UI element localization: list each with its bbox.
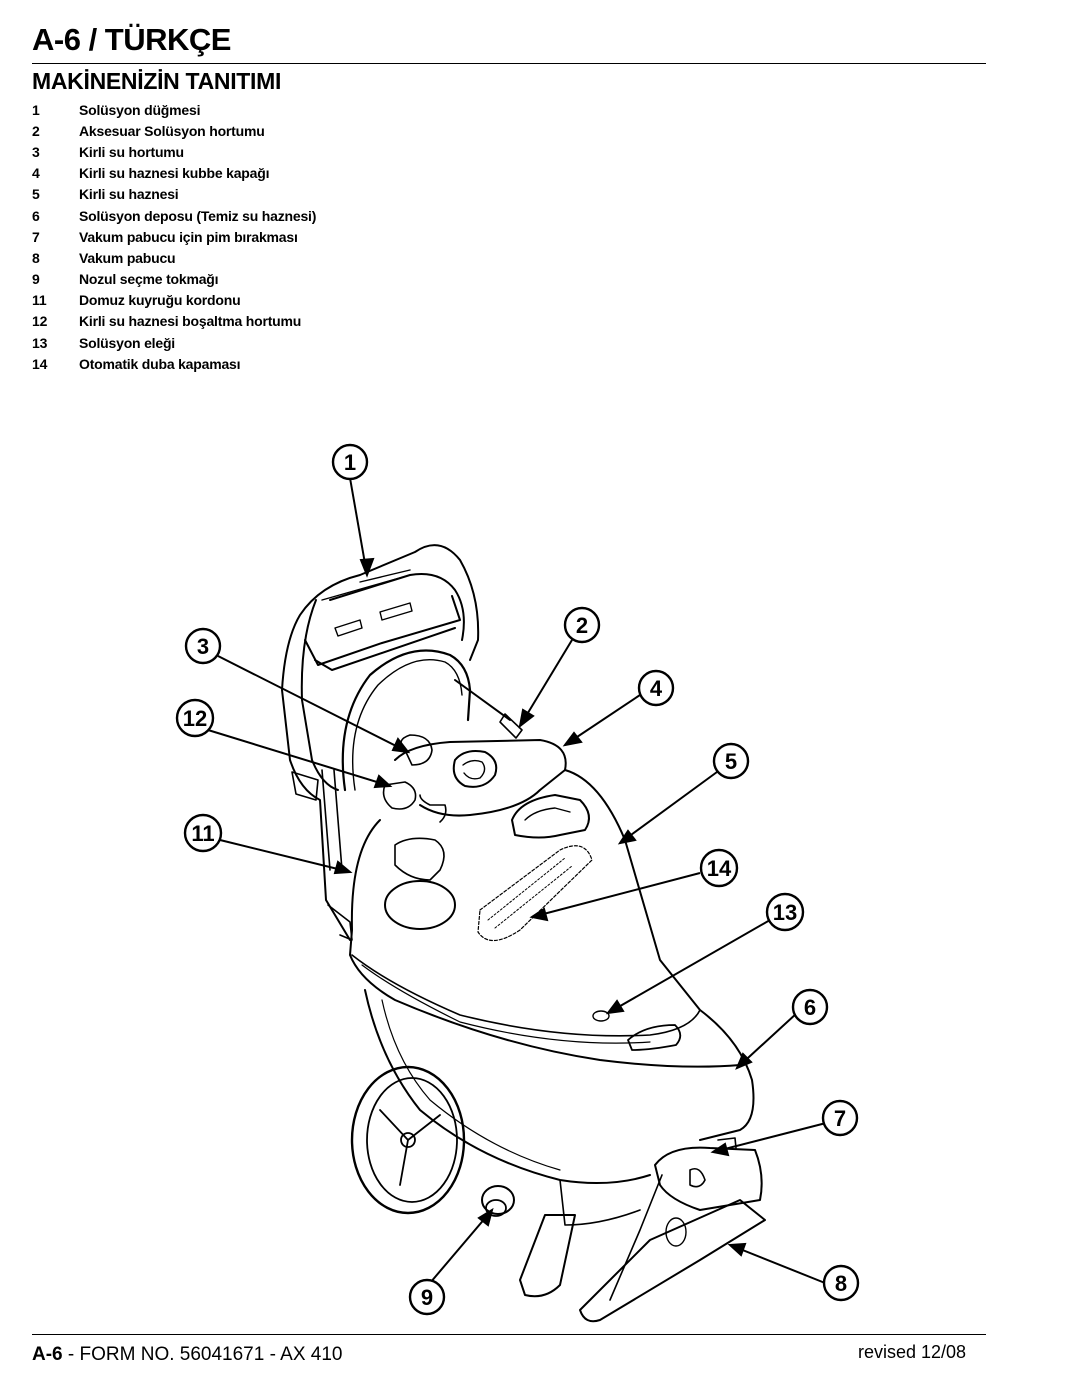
- footer-revised: revised 12/08: [858, 1342, 967, 1362]
- part-label: Domuz kuyruğu kordonu: [79, 292, 241, 309]
- callout-4: 4: [637, 669, 675, 707]
- list-item: 8 Vakum pabucu: [32, 247, 316, 268]
- callout-label: 1: [344, 450, 356, 475]
- list-item: 13 Solüsyon eleği: [32, 332, 316, 353]
- part-number: 7: [32, 228, 40, 245]
- title-divider: [32, 63, 986, 64]
- callout-7: 7: [821, 1099, 859, 1137]
- part-label: Kirli su haznesi boşaltma hortumu: [79, 313, 302, 330]
- part-label: Vakum pabucu: [79, 249, 176, 266]
- part-number: 5: [32, 186, 40, 203]
- callout-label: 3: [197, 634, 209, 659]
- part-label: Solüsyon eleği: [79, 334, 175, 351]
- callout-13: 13: [765, 892, 805, 932]
- part-number: 12: [32, 313, 48, 330]
- machine-illustration: [281, 544, 766, 1323]
- footer-form-number: - FORM NO. 56041671 - AX 410: [62, 1344, 343, 1365]
- list-item: 1 Solüsyon düğmesi: [32, 99, 316, 120]
- callout-label: 4: [650, 676, 663, 701]
- list-item: 14 Otomatik duba kapaması: [32, 353, 316, 374]
- part-number: 14: [32, 355, 48, 372]
- part-number: 2: [32, 122, 40, 139]
- part-number: 6: [32, 207, 40, 224]
- footer-divider: [32, 1334, 986, 1335]
- list-item: 9 Nozul seçme tokmağı: [32, 269, 316, 290]
- list-item: 7 Vakum pabucu için pim bırakması: [32, 226, 316, 247]
- part-number: 1: [32, 101, 40, 118]
- callout-2: 2: [563, 606, 601, 644]
- part-number: 3: [32, 143, 40, 160]
- callout-label: 12: [183, 706, 207, 731]
- parts-list: 1 Solüsyon düğmesi 2 Aksesuar Solüsyon hor…: [32, 99, 316, 374]
- list-item: 12 Kirli su haznesi boşaltma hortumu: [32, 311, 316, 332]
- part-number: 13: [32, 334, 48, 351]
- callout-label: 11: [191, 821, 214, 846]
- callout-9: 9: [408, 1278, 446, 1316]
- part-label: Solüsyon düğmesi: [79, 101, 201, 118]
- leader-lines: [194, 477, 827, 1284]
- callout-11: 11: [183, 813, 223, 853]
- list-item: 6 Solüsyon deposu (Temiz su haznesi): [32, 205, 316, 226]
- callout-label: 2: [576, 613, 588, 638]
- part-number: 4: [32, 165, 40, 182]
- callout-label: 8: [835, 1271, 847, 1296]
- footer-page-number: A-6: [32, 1344, 63, 1365]
- list-item: 2 Aksesuar Solüsyon hortumu: [32, 120, 316, 141]
- callout-5: 5: [712, 742, 750, 780]
- part-label: Vakum pabucu için pim bırakması: [79, 228, 298, 245]
- part-number: 9: [32, 271, 40, 288]
- section-title: MAKİNENİZİN TANITIMI: [32, 68, 282, 94]
- callout-label: 5: [725, 749, 737, 774]
- callout-label: 6: [804, 995, 816, 1020]
- part-label: Solüsyon deposu (Temiz su haznesi): [79, 207, 317, 224]
- part-label: Nozul seçme tokmağı: [79, 271, 219, 288]
- callout-8: 8: [822, 1264, 860, 1302]
- callout-label: 9: [421, 1285, 433, 1310]
- part-label: Aksesuar Solüsyon hortumu: [79, 122, 265, 139]
- footer-form-info: A-6 - FORM NO. 56041671 - AX 410: [32, 1344, 342, 1366]
- part-label: Kirli su haznesi: [79, 186, 179, 203]
- list-item: 3 Kirli su hortumu: [32, 141, 316, 162]
- part-label: Kirli su haznesi kubbe kapağı: [79, 165, 270, 182]
- callout-label: 13: [773, 900, 797, 925]
- callout-label: 7: [834, 1106, 846, 1131]
- page-title: A-6 / TÜRKÇE: [32, 22, 231, 57]
- part-number: 8: [32, 249, 40, 266]
- callout-14: 14: [699, 848, 739, 888]
- list-item: 4 Kirli su haznesi kubbe kapağı: [32, 163, 316, 184]
- part-number: 11: [32, 292, 47, 309]
- callout-1: 1: [331, 443, 369, 481]
- callout-12: 12: [175, 698, 215, 738]
- part-label: Kirli su hortumu: [79, 143, 184, 160]
- callout-label: 14: [707, 856, 732, 881]
- callout-6: 6: [791, 988, 829, 1026]
- callout-3: 3: [184, 627, 222, 665]
- list-item: 5 Kirli su haznesi: [32, 184, 316, 205]
- list-item: 11 Domuz kuyruğu kordonu: [32, 290, 316, 311]
- part-label: Otomatik duba kapaması: [79, 355, 241, 372]
